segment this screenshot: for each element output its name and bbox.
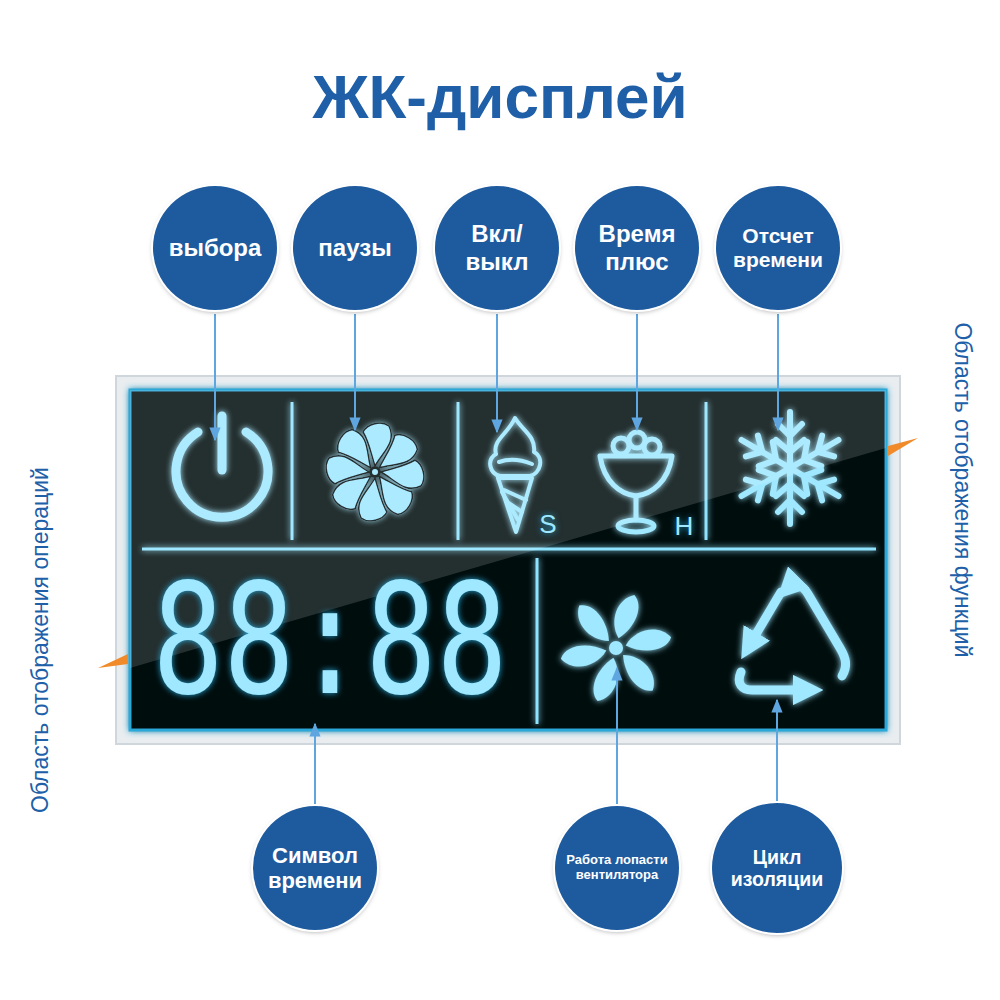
callout-circle: Символ времени	[253, 806, 377, 930]
leader-line	[354, 314, 356, 430]
sheen-edge	[888, 438, 918, 456]
callout-text: Отсчет времени	[726, 224, 830, 272]
lcd-screen	[130, 390, 886, 730]
leader-line	[214, 314, 216, 440]
callout-circle: Отсчет времени	[716, 186, 840, 310]
callout-text: паузы	[318, 234, 391, 262]
callout-text: Цикл изоляции	[722, 846, 832, 891]
callout-text: Символ времени	[263, 843, 367, 894]
leader-line	[636, 314, 638, 430]
callout-text: выбора	[169, 234, 262, 262]
title: ЖК-дисплей	[312, 61, 687, 132]
lcd-letter: H	[675, 513, 694, 539]
callout-text: Время плюс	[587, 220, 687, 275]
callout-circle: паузы	[293, 186, 417, 310]
leader-line	[616, 668, 618, 804]
sheen-edge	[98, 654, 128, 668]
leader-line	[776, 700, 778, 804]
callout-circle: выбора	[153, 186, 277, 310]
callout-circle: Работа лопасти вентилятора	[555, 806, 679, 930]
leader-line	[496, 314, 498, 432]
side-label: Область отображения функций	[951, 322, 974, 657]
leader-line	[314, 724, 316, 804]
callout-text: Вкл/ выкл	[461, 220, 533, 275]
callout-circle: Вкл/ выкл	[435, 186, 559, 310]
lcd-frame	[116, 376, 900, 744]
fan-symbol	[609, 641, 623, 655]
lcd-digits: 88:88	[152, 563, 507, 716]
side-label: Область отображения операций	[29, 467, 52, 813]
lcd-letter: S	[539, 511, 556, 537]
leader-line	[777, 314, 779, 430]
callout-text: Работа лопасти вентилятора	[561, 853, 673, 883]
leader-lines	[215, 314, 778, 804]
recycle-symbol	[739, 585, 845, 690]
callout-circle: Время плюс	[575, 186, 699, 310]
callout-circle: Цикл изоляции	[712, 803, 842, 933]
